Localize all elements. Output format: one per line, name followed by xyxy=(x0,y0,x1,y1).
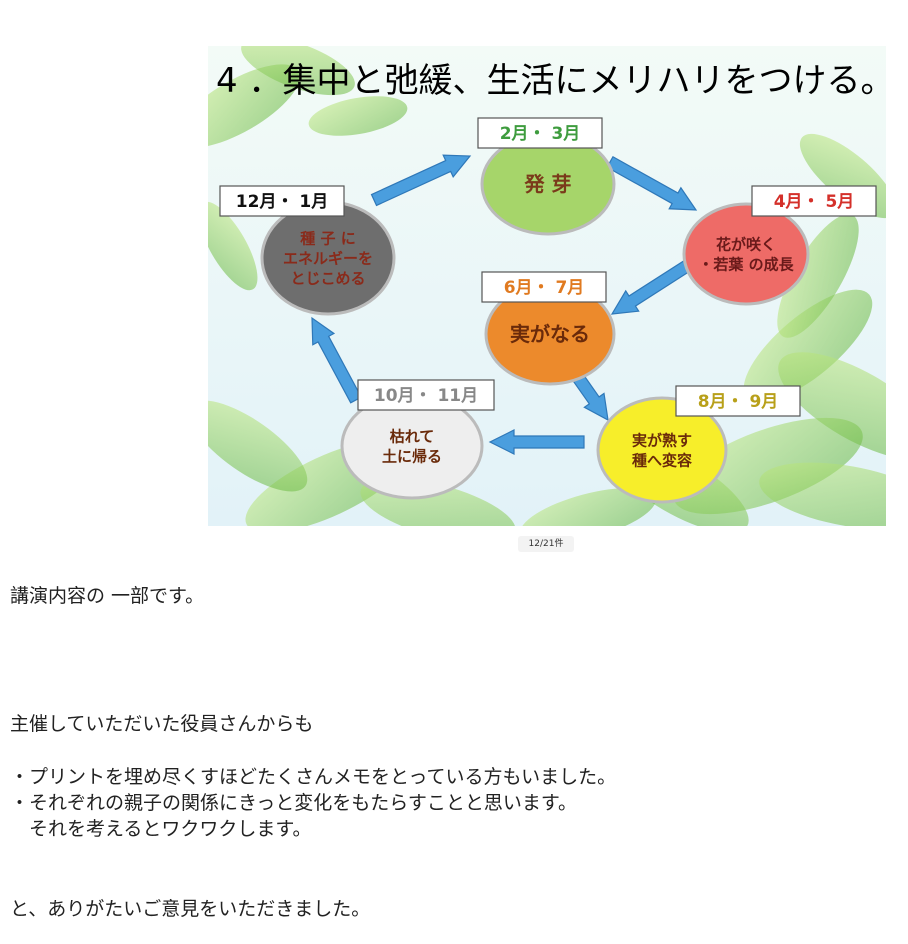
month-label: 4月・ 5月 xyxy=(774,192,855,212)
stage-label: 枯れて xyxy=(390,427,435,445)
arrow-sprout-to-bloom xyxy=(606,155,698,211)
stage-fruit: 実がなる 6月・ 7月 xyxy=(481,271,616,386)
leaf-shape xyxy=(743,289,873,403)
image-counter: 12/21件 xyxy=(518,536,574,552)
article-list-item-3: それを考えるとワクワクします。 xyxy=(10,818,312,840)
month-label-box xyxy=(481,271,607,303)
leaf-shape xyxy=(208,64,300,148)
month-label: 12月・ 1月 xyxy=(236,192,328,212)
month-label-box xyxy=(675,385,801,417)
stage-label: 実が熟す xyxy=(632,431,692,449)
article-paragraph-organizers: 主催していただいた役員さんからも xyxy=(10,713,314,735)
arrow-seed-to-wither xyxy=(488,429,585,455)
stage-label: とじこめる xyxy=(290,269,365,287)
month-label-box xyxy=(357,379,495,411)
arrow-store-to-sprout xyxy=(370,154,472,207)
leaf-shape xyxy=(208,400,308,492)
slide-title: 4 ．集中と弛緩、生活にメリハリをつける。 xyxy=(216,61,886,101)
stage-sprout: 発 芽 2月・ 3月 xyxy=(477,117,616,236)
month-label-box xyxy=(751,185,877,217)
article-paragraph-closing: と、ありがたいご意見をいただきました。 xyxy=(10,898,371,920)
month-label: 8月・ 9月 xyxy=(698,392,779,412)
arrow-wither-to-store xyxy=(311,316,363,404)
leaf-shape xyxy=(520,488,656,526)
leaf-shape xyxy=(777,214,859,338)
stage-circle xyxy=(682,202,810,306)
article-paragraph-intro: 講演内容の 一部です。 xyxy=(10,585,205,607)
stage-label: 発 芽 xyxy=(524,172,572,196)
stage-label: エネルギーを xyxy=(283,249,373,267)
leaf-shape xyxy=(778,352,886,460)
month-label: 6月・ 7月 xyxy=(504,278,585,298)
cycle-arrows xyxy=(311,154,698,455)
month-label-box xyxy=(219,185,345,217)
stage-label: 種へ変容 xyxy=(632,451,692,469)
month-label: 2月・ 3月 xyxy=(500,124,581,144)
stage-label: ・若葉 の成長 xyxy=(698,255,794,273)
stage-circle xyxy=(596,396,728,504)
article-list-item-2: ・それぞれの親子の関係にきっと変化をもたらすことと思います。 xyxy=(10,792,577,814)
month-label-box xyxy=(477,117,603,149)
leaf-shape xyxy=(208,201,258,291)
stage-label: 種 子 に xyxy=(300,229,355,247)
stage-bloom: 花が咲く・若葉 の成長 4月・ 5月 xyxy=(682,185,877,306)
article-list-item-1: ・プリントを埋め尽くすほどたくさんメモをとっている方もいました。 xyxy=(10,766,617,788)
leaf-shape xyxy=(759,462,886,526)
lecture-slide-image: 4 ．集中と弛緩、生活にメリハリをつける。 発 芽 2月・ 3月花が咲く・若葉 の… xyxy=(208,46,886,526)
leaf-shape xyxy=(308,96,408,136)
month-label: 10月・ 11月 xyxy=(374,386,478,406)
stage-label: 土に帰る xyxy=(382,447,442,465)
arrow-bloom-to-fruit xyxy=(610,258,695,315)
leaf-shape xyxy=(241,46,355,96)
stage-label: 花が咲く xyxy=(716,235,776,253)
stage-label: 実がなる xyxy=(510,322,590,346)
